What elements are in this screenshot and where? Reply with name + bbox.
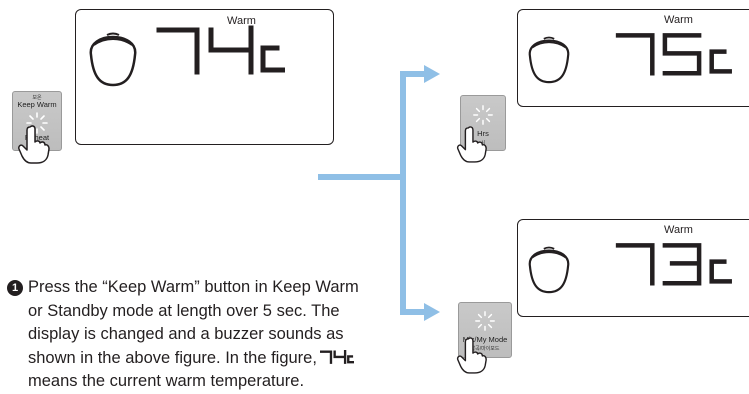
lcd-display-main: Warm — [75, 9, 334, 145]
hrs-button[interactable]: Hrs 시 — [460, 95, 506, 151]
warm-label: Warm — [227, 15, 256, 27]
warm-label: Warm — [664, 224, 693, 236]
warm-label: Warm — [664, 14, 693, 26]
lcd-display-bottom: Warm — [517, 219, 749, 317]
pointing-hand-icon — [456, 337, 487, 374]
keep-warm-label: Keep Warm — [17, 100, 57, 109]
instruction-text: Press the “Keep Warm” button in Keep War… — [28, 278, 359, 367]
rice-cooker-icon — [528, 246, 570, 294]
pointing-hand-icon — [18, 125, 50, 164]
temperature-readout — [156, 25, 285, 75]
instruction-text-continued: means the current warm temperature. — [28, 372, 305, 390]
arrowhead-top — [424, 65, 440, 83]
hrs-korean-label: 시 — [480, 140, 486, 146]
inline-temperature-symbol — [319, 349, 354, 366]
pointing-hand-icon — [456, 126, 487, 163]
temperature-readout — [615, 33, 732, 76]
arrowhead-bottom — [424, 303, 440, 321]
press-indicator-icon — [473, 105, 493, 125]
mix-my-mode-korean-label: 잡곡/마이모드 — [470, 346, 500, 352]
step-number-badge: 1 — [7, 280, 23, 296]
hrs-label: Hrs — [477, 129, 489, 138]
flow-arrows — [318, 65, 440, 321]
lcd-display-top: Warm — [517, 9, 749, 107]
rice-cooker-icon — [89, 32, 137, 87]
rice-cooker-icon — [528, 36, 570, 84]
mix-my-mode-button[interactable]: Mix/My Mode 잡곡/마이모드 — [458, 302, 512, 358]
keep-warm-korean-label: 보온 — [32, 95, 42, 101]
press-indicator-icon — [475, 311, 495, 331]
temperature-readout — [615, 243, 732, 286]
reheat-label: Reheat — [24, 133, 50, 142]
mix-my-mode-label: Mix/My Mode — [462, 335, 508, 344]
